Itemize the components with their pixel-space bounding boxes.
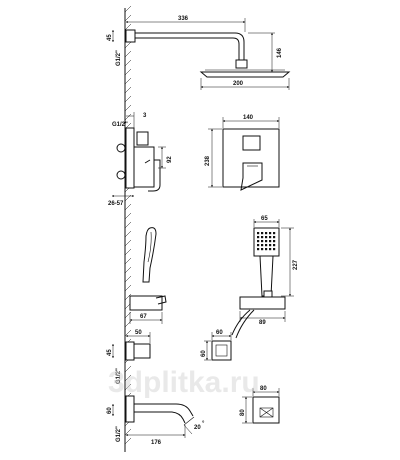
wall-hatch-line [124, 212, 132, 220]
nozzle [257, 232, 260, 235]
spout-thread-label: G1/2" [116, 426, 122, 442]
nozzle [265, 244, 268, 247]
hand-shower-front: 65 227 89 [231, 216, 299, 339]
nozzle [257, 244, 260, 247]
mixer-side-view: 3 G1/2" 92 26-57 [108, 112, 173, 207]
wall-hatch-line [124, 293, 132, 301]
wall-hatch-line [124, 86, 132, 94]
outlet-front-view: 60 60 [201, 330, 232, 361]
nozzle [273, 236, 276, 239]
wall-hatch-line [124, 437, 132, 445]
wall-hatch-line [124, 5, 132, 13]
svg-text:°: ° [202, 421, 205, 427]
nozzle [261, 244, 264, 247]
wall-hatch-line [124, 284, 132, 292]
wall-hatch-line [124, 374, 132, 382]
nozzle [257, 236, 260, 239]
wall-hatch-line [124, 428, 132, 436]
wall-hatch-line [124, 266, 132, 274]
hand-height-label: 227 [293, 259, 299, 270]
plate-width-label: 200 [233, 81, 244, 87]
mixer-depth-label: 3 [143, 113, 147, 119]
spout-front-height-label: 80 [240, 409, 246, 416]
wall-hatch-line [124, 95, 132, 103]
wall-hatch-line [124, 383, 132, 391]
nozzle [273, 240, 276, 243]
shower-head-assembly: 336 146 200 45 G1/2" [107, 16, 291, 90]
hand-base-label: 89 [259, 320, 266, 326]
nozzle [265, 236, 268, 239]
wall-hatch-line [124, 275, 132, 283]
nozzle [257, 240, 260, 243]
outlet-thread-label: G1/2" [116, 368, 122, 384]
mixer-height-label: 92 [167, 156, 173, 163]
hand-shower-holder-side: 67 [129, 227, 167, 324]
nozzle [265, 248, 268, 251]
spout-side-view: 20 ° 176 60 G1/2" [107, 395, 205, 446]
wall-hatch-line [124, 257, 132, 265]
outlet-width-label: 60 [216, 330, 223, 336]
wall-hatch-line [124, 59, 132, 67]
nozzle [257, 248, 260, 251]
mixer-front-height-label: 238 [205, 155, 211, 166]
spout-angle-label: 20 [194, 425, 201, 431]
wall-hatch-line [124, 248, 132, 256]
watermark: 3dplitka.ru [108, 366, 260, 399]
nozzle [269, 236, 272, 239]
arm-length-label: 336 [178, 16, 189, 22]
wall-hatch-line [124, 221, 132, 229]
wall-hatch-line [124, 239, 132, 247]
spout-front-width-label: 80 [260, 386, 267, 392]
nozzle [265, 240, 268, 243]
nozzle [269, 240, 272, 243]
nozzle [261, 248, 264, 251]
wall-hatch-line [124, 50, 132, 58]
outlet-front-height-label: 60 [201, 350, 207, 357]
arm-thread-label: G1/2" [116, 50, 122, 66]
wall-hatch-line [124, 23, 132, 31]
mixer-range-label: 26-57 [108, 201, 124, 207]
wall-hatch-line [124, 77, 132, 85]
wall-hatch-line [124, 68, 132, 76]
nozzle [261, 240, 264, 243]
outlet-depth-label: 50 [135, 330, 142, 336]
hand-head-width-label: 65 [261, 216, 268, 222]
outlet-height-label: 45 [107, 349, 113, 356]
wall-hatch-line [124, 365, 132, 373]
nozzle [273, 232, 276, 235]
outlet-side-view: 50 45 G1/2" [107, 330, 151, 384]
nozzle [273, 244, 276, 247]
mixer-front-view: 140 238 [205, 115, 280, 191]
spout-length-label: 176 [151, 440, 162, 446]
nozzle [273, 248, 276, 251]
mixer-width-label: 140 [243, 115, 254, 121]
wall-hatch-line [124, 41, 132, 49]
head-height-label: 146 [277, 47, 283, 58]
nozzle [261, 232, 264, 235]
wall-hatch-line [124, 203, 132, 211]
nozzle [265, 232, 268, 235]
wall-flange-label: 45 [107, 34, 113, 41]
spout-height-label: 60 [107, 407, 113, 414]
mixer-thread-label: G1/2" [112, 122, 128, 128]
spout-front-view: 80 80 [240, 386, 280, 424]
wall-hatch-line [124, 14, 132, 22]
wall-hatch-line [124, 230, 132, 238]
wall-hatch-line [124, 329, 132, 337]
wall-hatch-line [124, 104, 132, 112]
nozzle [261, 236, 264, 239]
nozzle [269, 248, 272, 251]
wall-hatch-line [124, 113, 132, 121]
holder-depth-label: 67 [140, 314, 147, 320]
nozzle [269, 232, 272, 235]
nozzle [269, 244, 272, 247]
